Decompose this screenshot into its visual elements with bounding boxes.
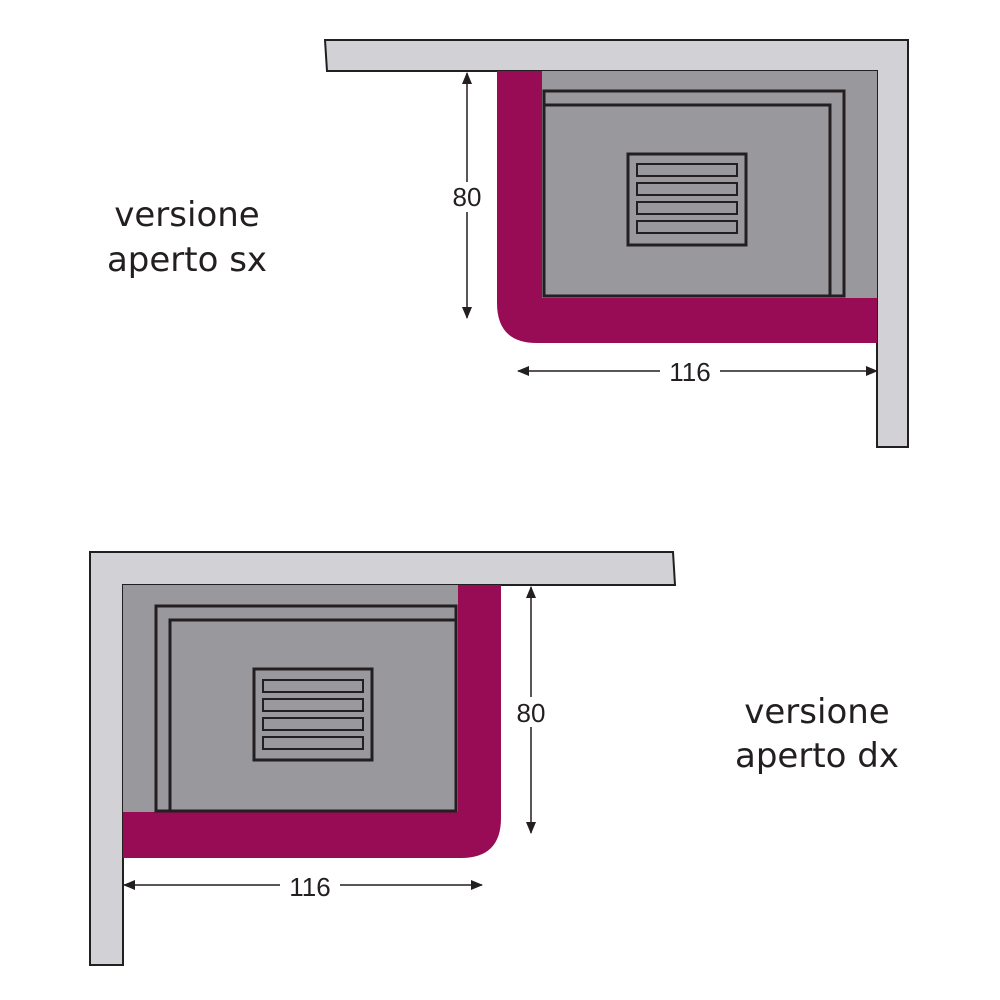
- caption-line-2: aperto sx: [107, 240, 267, 280]
- wall-top-right: [323, 39, 909, 448]
- pillow-slat: [262, 736, 364, 750]
- caption-line-1: versione: [114, 195, 259, 235]
- caption-line-2: aperto dx: [735, 736, 899, 776]
- width-label: 116: [669, 357, 710, 387]
- variant-aperto-sx: 80 116 versione aperto sx: [107, 39, 909, 448]
- pillow-slat: [262, 679, 364, 693]
- height-label: 80: [517, 698, 546, 728]
- pillow: [252, 667, 374, 762]
- caption-line-1: versione: [744, 692, 889, 732]
- mattress-frame-front: [542, 103, 832, 298]
- pillow-slat: [636, 163, 738, 177]
- pillow-slat: [636, 201, 738, 215]
- height-label: 80: [453, 182, 482, 212]
- bench-area: [497, 71, 877, 343]
- pillow-slat: [262, 698, 364, 712]
- pillow: [626, 152, 748, 247]
- pillow-slat: [636, 182, 738, 196]
- pillow-slat: [636, 220, 738, 234]
- mattress-frame-front: [168, 618, 458, 813]
- bench-area: [123, 585, 501, 858]
- pillow-slat: [262, 717, 364, 731]
- variant-aperto-dx: 80 116 versione aperto dx: [89, 551, 899, 966]
- width-label: 116: [289, 872, 330, 902]
